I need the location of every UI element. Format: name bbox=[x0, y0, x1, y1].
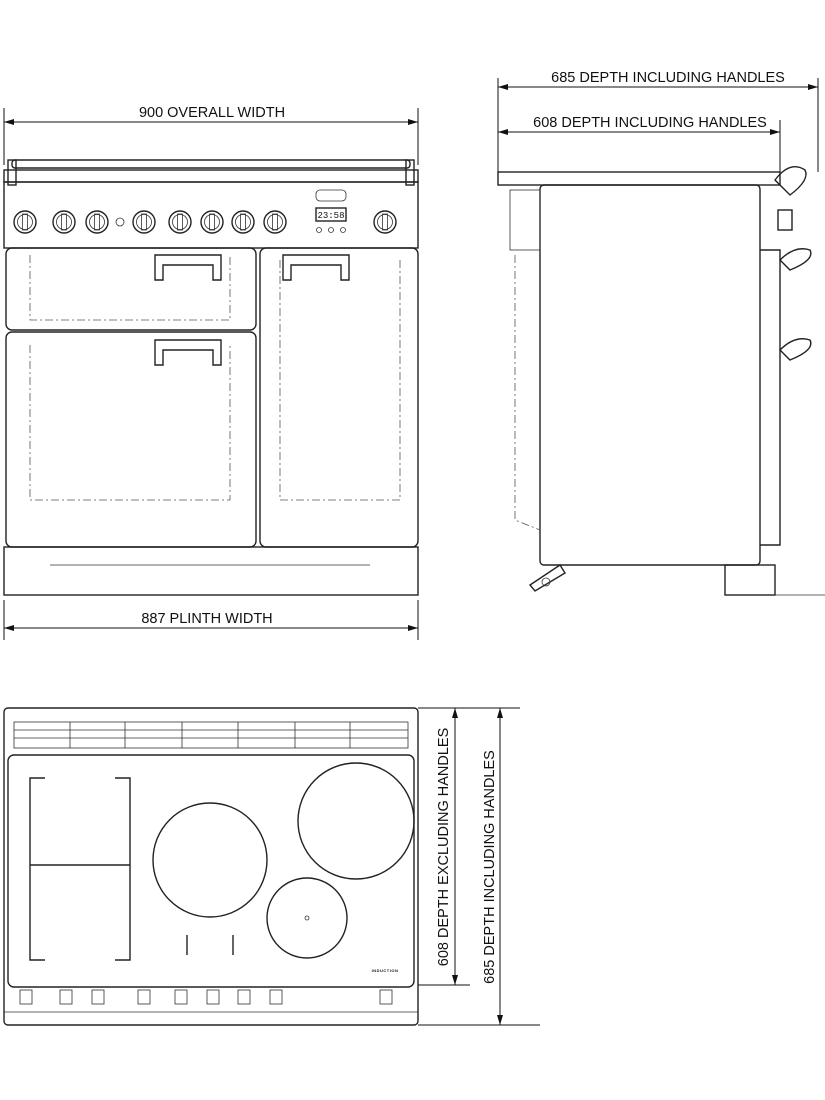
top-left-oven-door bbox=[5, 247, 257, 331]
side-panel bbox=[539, 184, 761, 566]
control-knobs-top bbox=[4, 989, 418, 1013]
top-view: INDUCTION 608 DEPTH EXCLUDING HANDLES 68… bbox=[3, 707, 540, 1026]
induction-hob-glass bbox=[7, 754, 415, 988]
right-oven-door bbox=[259, 247, 419, 548]
plinth bbox=[3, 546, 419, 596]
side-depth-608-label: 608 DEPTH INCLUDING HANDLES bbox=[533, 115, 767, 131]
cooking-zone-small bbox=[266, 877, 348, 959]
side-depth-685-label: 685 DEPTH INCLUDING HANDLES bbox=[551, 70, 785, 86]
control-knobs bbox=[13, 210, 397, 234]
vents bbox=[13, 721, 409, 749]
overall-width-label: 900 OVERALL WIDTH bbox=[139, 105, 285, 121]
overall-width-dimension: 900 OVERALL WIDTH bbox=[3, 105, 419, 165]
clock-display-text: 23:58 bbox=[317, 211, 344, 221]
clock-display bbox=[315, 207, 347, 222]
induction-label: INDUCTION bbox=[372, 968, 399, 973]
plinth-width-label: 887 PLINTH WIDTH bbox=[141, 611, 272, 627]
main-oven-door bbox=[5, 331, 257, 548]
door-handle bbox=[282, 254, 350, 281]
side-handle bbox=[774, 166, 807, 196]
side-view: 685 DEPTH INCLUDING HANDLES 608 DEPTH IN… bbox=[497, 70, 825, 596]
door-handle bbox=[154, 254, 222, 281]
top-depth-608-label: 608 DEPTH EXCLUDING HANDLES bbox=[436, 728, 452, 967]
door-handle bbox=[154, 339, 222, 366]
hob-rail bbox=[11, 159, 411, 169]
top-depth-685-label: 685 DEPTH INCLUDING HANDLES bbox=[482, 750, 498, 984]
badge bbox=[315, 189, 347, 202]
cooking-zone-large bbox=[152, 802, 268, 918]
flexi-zone bbox=[29, 777, 131, 961]
cooking-zone-rear-right bbox=[297, 762, 415, 880]
front-view: 900 OVERALL WIDTH 23:58 887 PLINTH WIDTH bbox=[3, 105, 419, 640]
